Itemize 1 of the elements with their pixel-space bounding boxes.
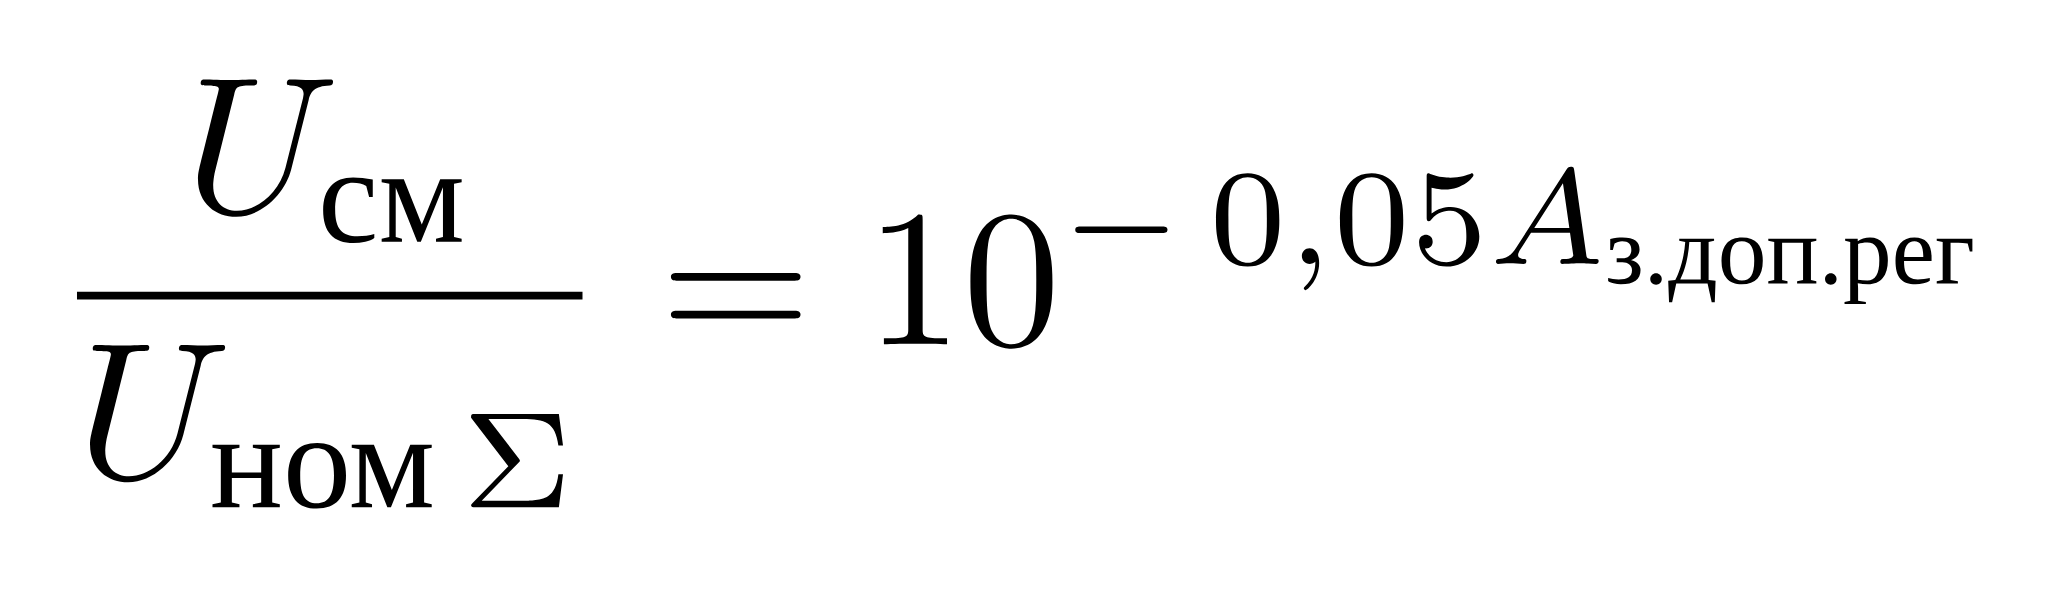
formula: $\frac{U_{\text{см}}}{U_{\text{ном}\,\Sigma}}=10^{-\,0{,}05A_{\text{з.доп.рег}}}$ [77, 79, 1973, 509]
